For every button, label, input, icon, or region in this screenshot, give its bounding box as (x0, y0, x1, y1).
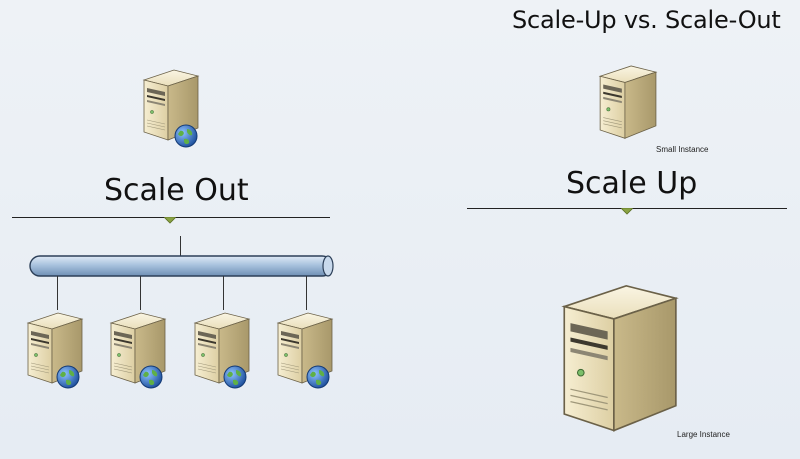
diagram-title: Scale-Up vs. Scale-Out (512, 6, 781, 34)
scale-out-server (191, 305, 255, 395)
server-icon (563, 284, 678, 432)
scale-out-top-server (140, 62, 204, 152)
bus-drop-wire (306, 276, 307, 310)
scale-out-uplink-wire (180, 236, 181, 257)
scale-up-marker-icon (621, 208, 633, 215)
small-instance-label: Small Instance (656, 145, 709, 154)
network-bus-icon (29, 255, 334, 277)
large-instance-label: Large Instance (677, 430, 730, 439)
globe-icon (174, 124, 198, 148)
bus-drop-wire (57, 276, 58, 310)
bus-drop-wire (223, 276, 224, 310)
scale-out-server (107, 305, 171, 395)
scale-out-heading: Scale Out (104, 173, 249, 208)
globe-icon (223, 365, 247, 389)
globe-icon (56, 365, 80, 389)
server-icon (599, 65, 657, 139)
small-instance-server (596, 56, 660, 146)
scale-out-server (24, 305, 88, 395)
scale-out-marker-icon (164, 217, 176, 224)
globe-icon (139, 365, 163, 389)
scale-out-server (274, 305, 338, 395)
bus-drop-wire (140, 276, 141, 310)
large-instance-server (556, 252, 680, 454)
scale-up-heading: Scale Up (566, 166, 698, 201)
globe-icon (306, 365, 330, 389)
